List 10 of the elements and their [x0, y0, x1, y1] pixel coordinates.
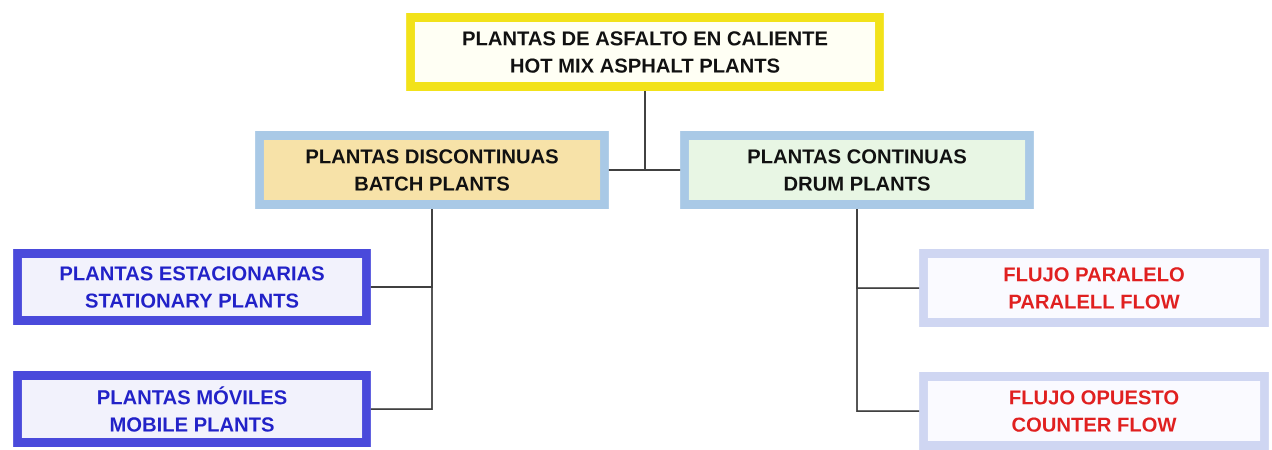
- title-box: PLANTAS DE ASFALTO EN CALIENTE HOT MIX ASPHALT PLANTS: [406, 13, 884, 91]
- type-box: FLUJO OPUESTO COUNTER FLOW: [919, 372, 1269, 450]
- connector-line: [370, 208, 433, 410]
- connector-line: [644, 90, 682, 171]
- type-box: PLANTAS MÓVILES MOBILE PLANTS: [13, 371, 371, 447]
- connector-line: [856, 208, 921, 412]
- category-box: PLANTAS DISCONTINUAS BATCH PLANTS: [255, 131, 609, 209]
- type-box: PLANTAS ESTACIONARIAS STATIONARY PLANTS: [13, 249, 371, 325]
- type-box: FLUJO PARALELO PARALELL FLOW: [919, 249, 1269, 327]
- category-box: PLANTAS CONTINUAS DRUM PLANTS: [680, 131, 1034, 209]
